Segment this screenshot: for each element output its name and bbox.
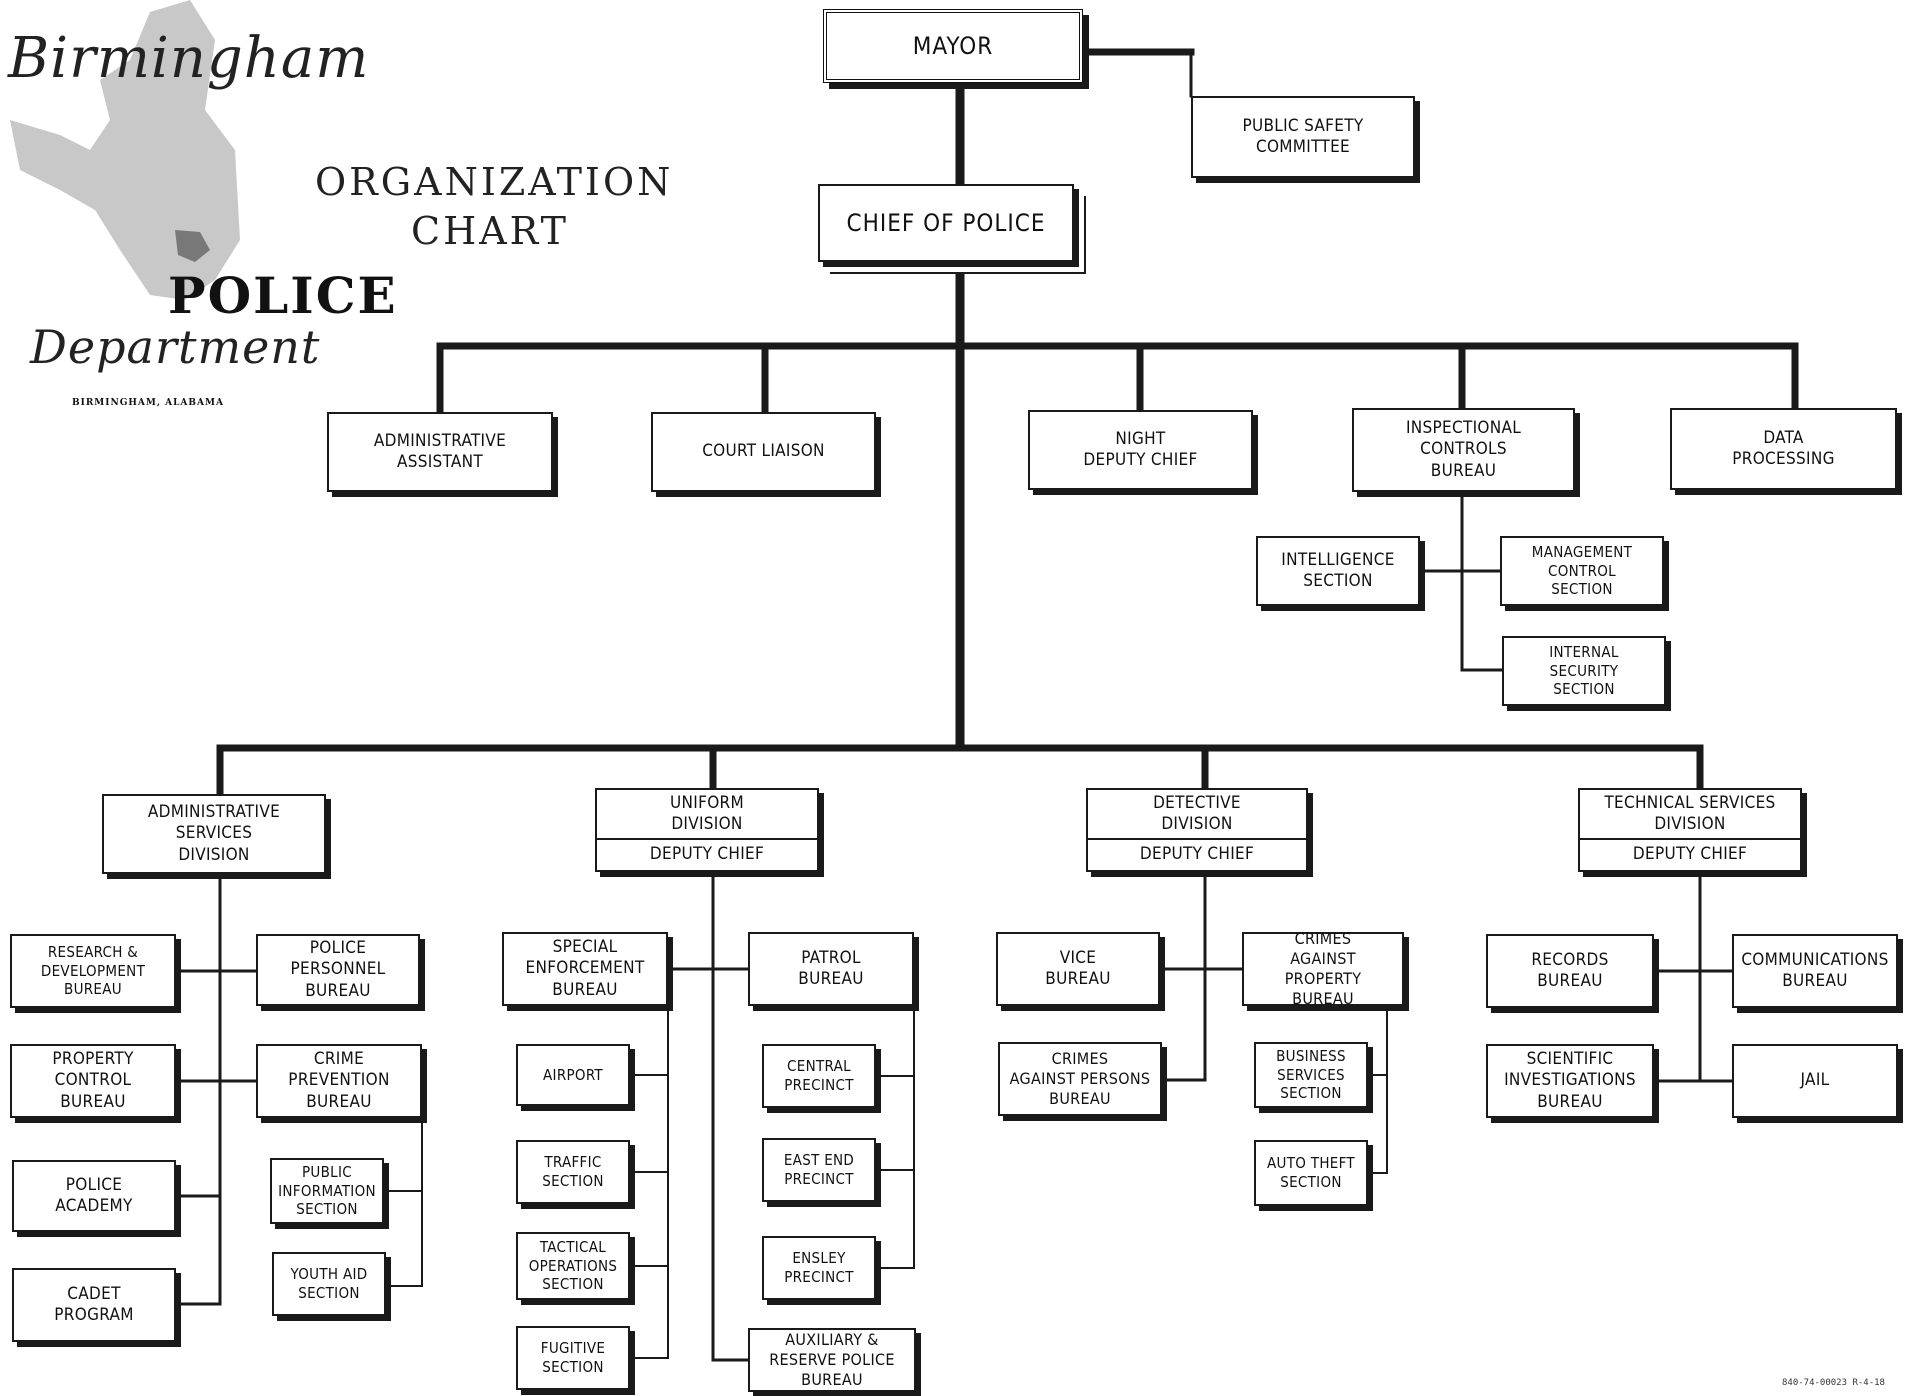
special-enforcement-bureau-box: SPECIAL ENFORCEMENT BUREAU xyxy=(502,932,668,1006)
chief-of-police-box: CHIEF OF POLICE xyxy=(818,184,1074,262)
document-code: 840-74-00023 R-4-18 xyxy=(1782,1378,1885,1388)
court-liaison-box: COURT LIAISON xyxy=(651,412,876,492)
police-academy-label: POLICE ACADEMY xyxy=(55,1174,133,1216)
crimes-property-label: CRIMES AGAINST PROPERTY BUREAU xyxy=(1284,929,1362,1008)
administrative-assistant-box: ADMINISTRATIVE ASSISTANT xyxy=(327,412,553,492)
auxiliary-label: AUXILIARY & RESERVE POLICE BUREAU xyxy=(769,1330,895,1389)
communications-bureau-box: COMMUNICATIONS BUREAU xyxy=(1732,934,1898,1008)
patrol-label: PATROL BUREAU xyxy=(798,947,864,989)
admin-services-label: ADMINISTRATIVE SERVICES DIVISION xyxy=(147,802,281,865)
uniform-division-label: UNIFORM DIVISION xyxy=(597,790,817,840)
inspectional-label: INSPECTIONAL CONTROLS BUREAU xyxy=(1405,418,1522,481)
personnel-label: POLICE PERSONNEL BUREAU xyxy=(290,938,386,1001)
auto-theft-label: AUTO THEFT SECTION xyxy=(1267,1154,1355,1191)
traffic-label: TRAFFIC SECTION xyxy=(542,1153,604,1190)
public-information-section-box: PUBLIC INFORMATION SECTION xyxy=(270,1158,384,1224)
logo-script-birmingham: Birmingham xyxy=(8,26,370,91)
special-enforcement-label: SPECIAL ENFORCEMENT BUREAU xyxy=(525,937,645,1000)
research-development-bureau-box: RESEARCH & DEVELOPMENT BUREAU xyxy=(10,934,176,1008)
traffic-section-box: TRAFFIC SECTION xyxy=(516,1140,630,1204)
crimes-persons-label: CRIMES AGAINST PERSONS BUREAU xyxy=(1009,1049,1151,1108)
admin-assistant-label: ADMINISTRATIVE ASSISTANT xyxy=(373,430,507,472)
data-processing-box: DATA PROCESSING xyxy=(1670,408,1897,490)
crimes-against-persons-bureau-box: CRIMES AGAINST PERSONS BUREAU xyxy=(998,1042,1162,1116)
chart-title: ORGANIZATION CHART xyxy=(315,160,674,254)
logo-script-department: Department xyxy=(30,320,321,374)
vice-label: VICE BUREAU xyxy=(1045,947,1111,989)
night-deputy-label: NIGHT DEPUTY CHIEF xyxy=(1083,428,1198,470)
research-label: RESEARCH & DEVELOPMENT BUREAU xyxy=(40,942,146,999)
internal-security-label: INTERNAL SECURITY SECTION xyxy=(1549,642,1619,699)
public-safety-label: PUBLIC SAFETY COMMITTEE xyxy=(1242,115,1364,157)
night-deputy-chief-box: NIGHT DEPUTY CHIEF xyxy=(1028,410,1253,490)
fugitive-section-box: FUGITIVE SECTION xyxy=(516,1326,630,1390)
mayor-box: MAYOR xyxy=(823,9,1083,83)
chief-label: CHIEF OF POLICE xyxy=(846,209,1046,237)
vice-bureau-box: VICE BUREAU xyxy=(996,932,1160,1006)
ensley-label: ENSLEY PRECINCT xyxy=(784,1249,854,1286)
airport-box: AIRPORT xyxy=(516,1044,630,1106)
records-label: RECORDS BUREAU xyxy=(1531,949,1609,991)
tactical-operations-section-box: TACTICAL OPERATIONS SECTION xyxy=(516,1232,630,1300)
administrative-services-division-box: ADMINISTRATIVE SERVICES DIVISION xyxy=(102,794,326,874)
scientific-label: SCIENTIFIC INVESTIGATIONS BUREAU xyxy=(1504,1049,1636,1112)
jail-label: JAIL xyxy=(1800,1070,1830,1091)
police-department-logo: Birmingham POLICE Department BIRMINGHAM,… xyxy=(0,0,396,420)
detective-division-label: DETECTIVE DIVISION xyxy=(1088,790,1306,840)
auto-theft-section-box: AUTO THEFT SECTION xyxy=(1254,1140,1368,1206)
youth-aid-label: YOUTH AID SECTION xyxy=(290,1265,368,1302)
logo-city-text: BIRMINGHAM, ALABAMA xyxy=(72,398,224,408)
crime-prevention-bureau-box: CRIME PREVENTION BUREAU xyxy=(256,1044,422,1118)
east-end-precinct-box: EAST END PRECINCT xyxy=(762,1138,876,1202)
youth-aid-section-box: YOUTH AID SECTION xyxy=(272,1252,386,1316)
business-services-section-box: BUSINESS SERVICES SECTION xyxy=(1254,1042,1368,1108)
property-control-bureau-box: PROPERTY CONTROL BUREAU xyxy=(10,1044,176,1118)
public-safety-committee-box: PUBLIC SAFETY COMMITTEE xyxy=(1191,96,1415,178)
data-processing-label: DATA PROCESSING xyxy=(1732,427,1835,469)
logo-police-text: POLICE xyxy=(168,266,398,325)
central-precinct-box: CENTRAL PRECINCT xyxy=(762,1044,876,1108)
fugitive-label: FUGITIVE SECTION xyxy=(540,1339,606,1376)
central-label: CENTRAL PRECINCT xyxy=(784,1057,854,1094)
police-personnel-bureau-box: POLICE PERSONNEL BUREAU xyxy=(256,934,420,1006)
uniform-deputy-chief-label: DEPUTY CHIEF xyxy=(649,844,765,865)
management-control-section-box: MANAGEMENT CONTROL SECTION xyxy=(1500,536,1664,606)
ensley-precinct-box: ENSLEY PRECINCT xyxy=(762,1236,876,1300)
uniform-division-box: UNIFORM DIVISION DEPUTY CHIEF xyxy=(595,788,819,872)
property-label: PROPERTY CONTROL BUREAU xyxy=(52,1049,134,1112)
detective-division-box: DETECTIVE DIVISION DEPUTY CHIEF xyxy=(1086,788,1308,872)
tactical-label: TACTICAL OPERATIONS SECTION xyxy=(528,1237,618,1294)
records-bureau-box: RECORDS BUREAU xyxy=(1486,934,1654,1008)
patrol-bureau-box: PATROL BUREAU xyxy=(748,932,914,1006)
public-info-label: PUBLIC INFORMATION SECTION xyxy=(278,1162,376,1219)
intelligence-section-box: INTELLIGENCE SECTION xyxy=(1256,536,1420,606)
business-services-label: BUSINESS SERVICES SECTION xyxy=(1276,1046,1346,1103)
technical-deputy-chief-label: DEPUTY CHIEF xyxy=(1632,844,1748,865)
inspectional-controls-bureau-box: INSPECTIONAL CONTROLS BUREAU xyxy=(1352,408,1575,492)
cadet-program-box: CADET PROGRAM xyxy=(12,1268,176,1342)
eagle-emblem-icon xyxy=(10,0,240,300)
management-control-label: MANAGEMENT CONTROL SECTION xyxy=(1531,542,1633,599)
technical-division-label: TECHNICAL SERVICES DIVISION xyxy=(1580,790,1800,840)
intelligence-label: INTELLIGENCE SECTION xyxy=(1281,549,1395,591)
crime-prevention-label: CRIME PREVENTION BUREAU xyxy=(288,1049,390,1112)
communications-label: COMMUNICATIONS BUREAU xyxy=(1741,949,1889,991)
crimes-against-property-bureau-box: CRIMES AGAINST PROPERTY BUREAU xyxy=(1242,929,1404,1008)
detective-deputy-chief-label: DEPUTY CHIEF xyxy=(1139,844,1255,865)
cadet-label: CADET PROGRAM xyxy=(54,1283,134,1325)
court-liaison-label: COURT LIAISON xyxy=(702,441,825,462)
internal-security-section-box: INTERNAL SECURITY SECTION xyxy=(1502,636,1666,706)
mayor-label: MAYOR xyxy=(912,32,994,60)
east-end-label: EAST END PRECINCT xyxy=(783,1151,855,1188)
auxiliary-reserve-bureau-box: AUXILIARY & RESERVE POLICE BUREAU xyxy=(748,1328,916,1392)
technical-services-division-box: TECHNICAL SERVICES DIVISION DEPUTY CHIEF xyxy=(1578,788,1802,872)
jail-box: JAIL xyxy=(1732,1044,1898,1118)
airport-label: AIRPORT xyxy=(543,1065,603,1084)
police-academy-box: POLICE ACADEMY xyxy=(12,1160,176,1232)
scientific-investigations-bureau-box: SCIENTIFIC INVESTIGATIONS BUREAU xyxy=(1486,1044,1654,1118)
